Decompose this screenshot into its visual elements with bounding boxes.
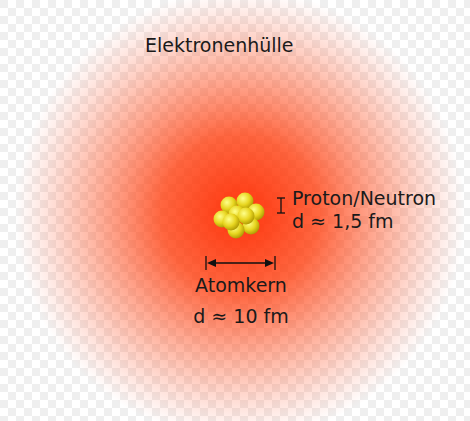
proton-size-bracket xyxy=(277,198,285,213)
nucleus-size: d ≈ 10 fm xyxy=(193,305,288,327)
nucleus xyxy=(214,193,265,239)
particle-size: d ≈ 1,5 fm xyxy=(292,210,394,232)
nucleus-label: Atomkern xyxy=(195,274,287,296)
particle-label: Proton/Neutron xyxy=(292,187,436,209)
nucleus-dimension-arrow xyxy=(206,256,275,270)
shell-label: Elektronenhülle xyxy=(145,34,294,56)
